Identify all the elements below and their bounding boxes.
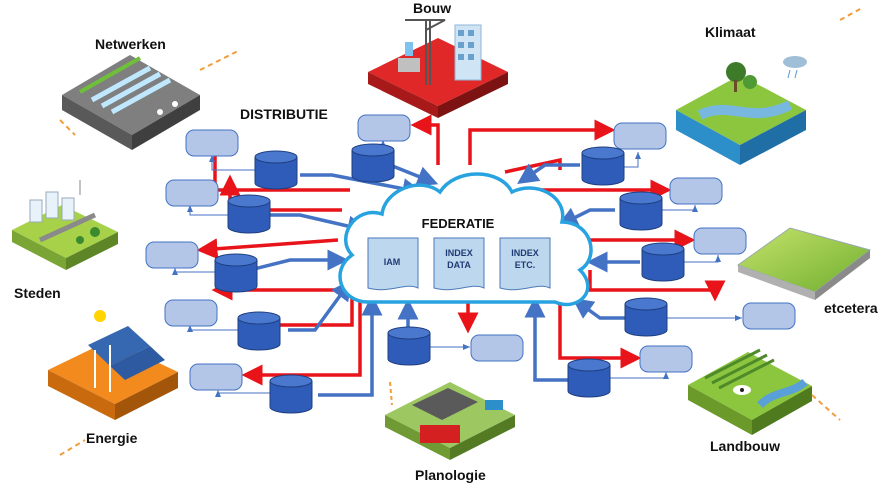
- database-icon: [641, 242, 685, 282]
- databases: [214, 143, 685, 414]
- database-icon: [254, 150, 298, 190]
- database-icon: [581, 146, 625, 186]
- klimaat-tile: [676, 56, 807, 165]
- nodes: [145, 114, 796, 391]
- database-icon: [237, 311, 281, 351]
- node: [164, 299, 218, 327]
- label-energie: Energie: [86, 430, 138, 446]
- node: [639, 345, 693, 373]
- label-netwerken: Netwerken: [95, 36, 166, 52]
- node: [185, 129, 239, 157]
- label-klimaat: Klimaat: [705, 24, 756, 40]
- label-planologie: Planologie: [415, 467, 486, 483]
- doc-index-etc: INDEX ETC.: [499, 237, 551, 291]
- database-icon: [624, 297, 668, 337]
- node: [189, 363, 243, 391]
- node: [165, 179, 219, 207]
- node: [613, 122, 667, 150]
- doc-index-etc-line-2: ETC.: [515, 260, 536, 270]
- doc-index-data-line-2: DATA: [447, 260, 471, 270]
- node: [357, 114, 411, 142]
- node: [470, 334, 524, 362]
- database-icon: [619, 191, 663, 231]
- blue-pull-arrows: [249, 163, 640, 397]
- doc-index-data: INDEX DATA: [433, 237, 485, 291]
- steden-tile: [12, 180, 118, 270]
- energie-tile: [48, 310, 178, 420]
- netwerken-tile: [62, 49, 241, 150]
- node: [145, 241, 199, 269]
- database-icon: [227, 194, 271, 234]
- federatie-title: FEDERATIE: [422, 216, 495, 231]
- database-icon: [567, 358, 611, 398]
- label-bouw: Bouw: [413, 0, 452, 16]
- database-icon: [351, 143, 395, 183]
- node: [669, 177, 723, 205]
- label-landbouw: Landbouw: [710, 438, 780, 454]
- doc-index-etc-line-1: INDEX: [511, 248, 539, 258]
- doc-iam-line-1: IAM: [384, 257, 401, 267]
- database-icon: [269, 374, 313, 414]
- label-etcetera: etcetera: [824, 300, 878, 316]
- label-steden: Steden: [14, 285, 61, 301]
- node: [742, 302, 796, 330]
- doc-index-data-line-1: INDEX: [445, 248, 473, 258]
- etcetera-tile: [736, 227, 872, 300]
- node: [693, 227, 747, 255]
- planologie-tile: [385, 381, 515, 460]
- database-icon: [214, 253, 258, 293]
- landbouw-tile: [688, 348, 841, 435]
- database-icon: [387, 326, 431, 366]
- doc-iam: IAM: [367, 237, 419, 291]
- bouw-tile: [368, 19, 508, 118]
- label-distributie: DISTRIBUTIE: [240, 106, 328, 122]
- dashed-decor: [59, 7, 863, 456]
